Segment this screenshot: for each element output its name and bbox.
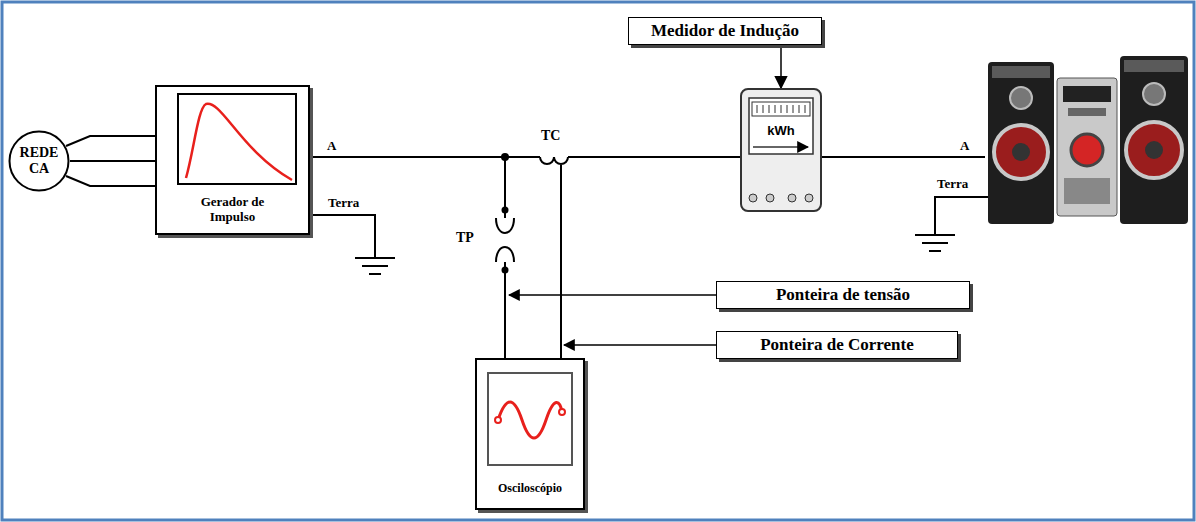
source-wires bbox=[66, 136, 155, 186]
meter-face bbox=[805, 194, 813, 202]
wire bbox=[310, 157, 505, 358]
stereo-system-picture bbox=[1057, 78, 1117, 216]
junction-dot bbox=[501, 153, 509, 161]
meter-face bbox=[752, 102, 810, 116]
stereo-ground bbox=[915, 197, 988, 251]
meter-face bbox=[749, 194, 757, 202]
stereo-ground bbox=[935, 197, 988, 235]
ground-wire bbox=[355, 258, 395, 274]
source-circle-outline bbox=[10, 132, 69, 191]
pointer-arrow bbox=[780, 46, 782, 88]
stereo-ground bbox=[915, 235, 955, 251]
meter-face bbox=[749, 98, 813, 154]
meter-face bbox=[788, 194, 796, 202]
junction-dot bbox=[501, 153, 509, 161]
oscilloscope-box-text: Osciloscópio bbox=[498, 482, 562, 496]
main-line bbox=[822, 156, 985, 158]
oscilloscope-screen bbox=[495, 417, 501, 423]
current-transformer-symbol bbox=[538, 150, 570, 164]
stereo-system-picture bbox=[994, 125, 1048, 179]
ground-label: Terra bbox=[937, 176, 968, 192]
stereo-system-picture bbox=[988, 62, 1054, 224]
stereo-system-picture bbox=[1145, 141, 1163, 159]
ground-wire bbox=[310, 215, 395, 274]
oscilloscope-screen bbox=[498, 402, 562, 438]
transformer-label: TC bbox=[541, 128, 560, 144]
impulse-generator-box-text: Gerador de Impulso bbox=[183, 195, 283, 225]
stereo-system-picture bbox=[1124, 60, 1184, 72]
title-label-box-text: Medidor de Indução bbox=[651, 21, 799, 41]
transformer-label: TP bbox=[456, 230, 474, 246]
line-label: A bbox=[327, 138, 336, 154]
source-wires bbox=[66, 136, 155, 146]
current-transformer-symbol bbox=[536, 150, 572, 164]
stereo-system-picture bbox=[1063, 86, 1111, 102]
generator-screen bbox=[186, 104, 292, 180]
generator-screen bbox=[178, 94, 296, 184]
probe-label-box-text: Ponteira de tensão bbox=[776, 285, 910, 305]
probe-arrows bbox=[509, 295, 716, 345]
meter-face bbox=[753, 146, 808, 148]
voltage-transformer-symbol bbox=[502, 267, 509, 274]
source-circle-text: REDE CA bbox=[15, 145, 63, 177]
probe-label-box: Ponteira de Corrente bbox=[716, 331, 958, 359]
stereo-system-picture bbox=[1068, 108, 1106, 116]
ground-label: Terra bbox=[328, 195, 359, 211]
generator-screen bbox=[178, 94, 296, 184]
probe-label-box: Ponteira de tensão bbox=[716, 281, 970, 309]
title-label-box: Medidor de Indução bbox=[628, 17, 822, 45]
source-wires bbox=[66, 176, 155, 186]
main-line bbox=[822, 156, 985, 158]
energy-meter: kWh bbox=[740, 88, 822, 212]
current-transformer-wire bbox=[560, 165, 562, 358]
oscilloscope-box: Osciloscópio bbox=[475, 358, 585, 510]
oscilloscope-screen bbox=[488, 373, 572, 465]
stereo-system-picture bbox=[1143, 83, 1165, 105]
stereo-system-picture bbox=[988, 56, 1188, 224]
oscilloscope-screen bbox=[488, 373, 572, 465]
voltage-transformer-symbol bbox=[493, 207, 517, 274]
stereo-system-picture bbox=[1120, 56, 1188, 224]
stereo-system-picture bbox=[1010, 87, 1032, 109]
current-transformer-wire bbox=[560, 165, 562, 358]
oscilloscope-screen bbox=[559, 409, 565, 415]
probe-arrows bbox=[509, 294, 716, 296]
stereo-system-picture bbox=[1071, 134, 1103, 166]
impulse-generator-box: Gerador de Impulso bbox=[155, 85, 310, 235]
wire bbox=[70, 160, 155, 162]
meter-face bbox=[766, 194, 774, 202]
energy-meter-text: kWh bbox=[767, 124, 794, 139]
ground-wire bbox=[310, 215, 375, 258]
meter-face bbox=[740, 88, 822, 212]
voltage-transformer-symbol bbox=[502, 207, 509, 214]
meter-face bbox=[757, 105, 805, 113]
stereo-system-picture bbox=[1012, 143, 1030, 161]
source-circle: REDE CA bbox=[8, 130, 70, 192]
probe-label-box-text: Ponteira de Corrente bbox=[760, 335, 914, 355]
stereo-system-picture bbox=[1064, 178, 1110, 204]
probe-arrows bbox=[564, 344, 716, 346]
stereo-system-picture bbox=[1126, 122, 1182, 178]
stereo-system-picture bbox=[992, 66, 1050, 78]
line-label: A bbox=[960, 138, 969, 154]
meter-face bbox=[740, 88, 822, 212]
current-transformer-symbol bbox=[540, 157, 568, 164]
